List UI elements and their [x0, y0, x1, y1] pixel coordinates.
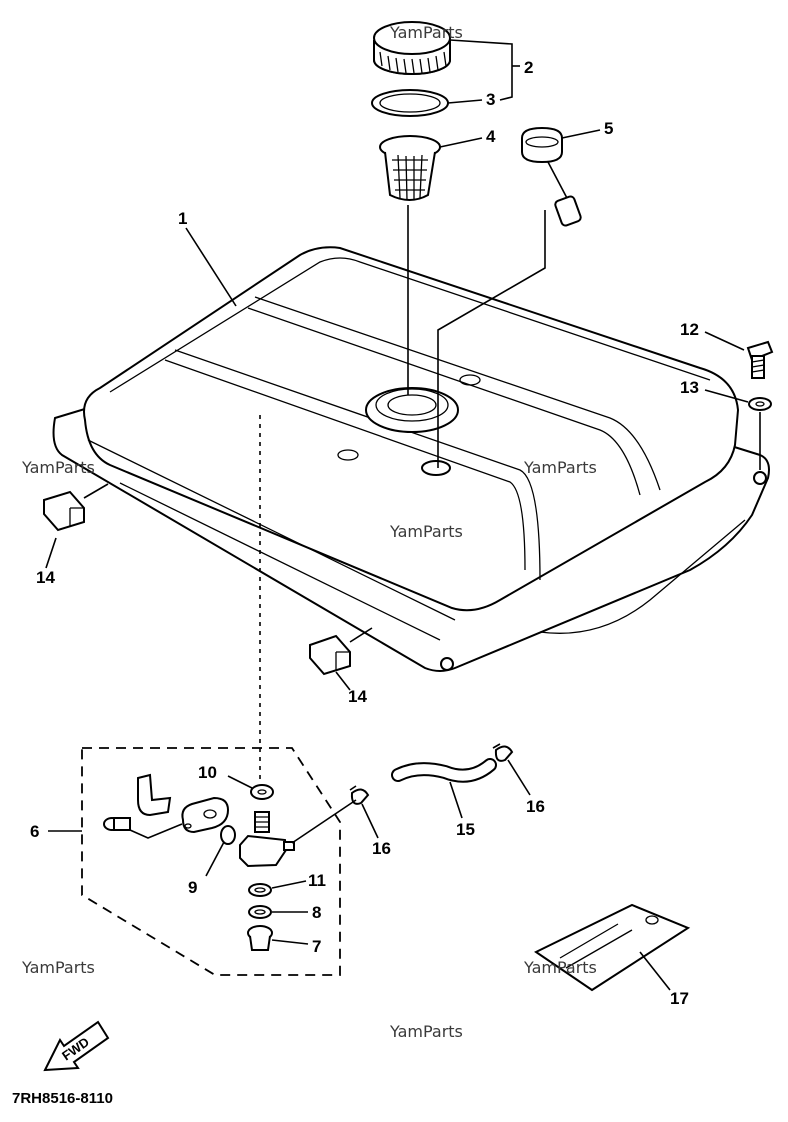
watermark: YamParts — [523, 458, 597, 477]
callout-17: 17 — [670, 989, 689, 1008]
hose-clip-left — [349, 785, 370, 805]
filler-cap — [373, 21, 451, 75]
fuel-filter-bag — [534, 903, 691, 992]
washer-11 — [248, 883, 272, 897]
fuel-strainer — [379, 135, 441, 201]
fuel-cock-washer-10 — [250, 784, 274, 800]
fuel-cock-assembly-outline — [81, 747, 341, 976]
fuel-hose — [391, 758, 497, 783]
callout-7: 7 — [312, 937, 321, 956]
callout-13: 13 — [680, 378, 699, 397]
fwd-arrow-icon: FWD — [43, 1020, 110, 1072]
damper-right — [309, 634, 351, 676]
callout-12: 12 — [680, 320, 699, 339]
washer — [748, 397, 772, 411]
callout-4: 4 — [486, 127, 496, 146]
callout-9: 9 — [188, 878, 197, 897]
callout-16-right: 16 — [526, 797, 545, 816]
watermark: YamParts — [523, 958, 597, 977]
callout-11: 11 — [308, 871, 326, 890]
callout-6: 6 — [30, 822, 39, 841]
callout-16-left: 16 — [372, 839, 391, 858]
callout-2: 2 — [524, 58, 533, 77]
callout-5: 5 — [604, 119, 613, 138]
callout-1: 1 — [178, 209, 187, 228]
fuel-gauge — [521, 126, 582, 227]
callout-8: 8 — [312, 903, 321, 922]
watermark: YamParts — [389, 23, 463, 42]
fuel-cock-plate — [181, 796, 230, 834]
leader-lines — [45, 39, 749, 991]
fuel-tank — [52, 246, 770, 672]
watermark: YamParts — [389, 522, 463, 541]
callout-14-right: 14 — [348, 687, 367, 706]
damper-left — [43, 490, 85, 532]
hose-clip-right — [492, 743, 514, 762]
callout-14-left: 14 — [36, 568, 55, 587]
fuel-cock-lever — [137, 773, 172, 817]
fuel-cock-body — [239, 811, 295, 868]
watermark: YamParts — [21, 458, 95, 477]
fuel-cock-cup — [247, 925, 273, 951]
o-ring-8 — [248, 905, 272, 919]
watermark: YamParts — [389, 1022, 463, 1041]
part-code: 7RH8516-8110 — [12, 1090, 113, 1107]
callout-15: 15 — [456, 820, 475, 839]
callout-10: 10 — [198, 763, 217, 782]
callout-3: 3 — [486, 90, 495, 109]
bolt — [746, 340, 774, 379]
fuel-cock-screw — [103, 817, 131, 831]
filler-cap-gasket — [371, 89, 449, 117]
o-ring — [220, 825, 236, 845]
watermark: YamParts — [21, 958, 95, 977]
